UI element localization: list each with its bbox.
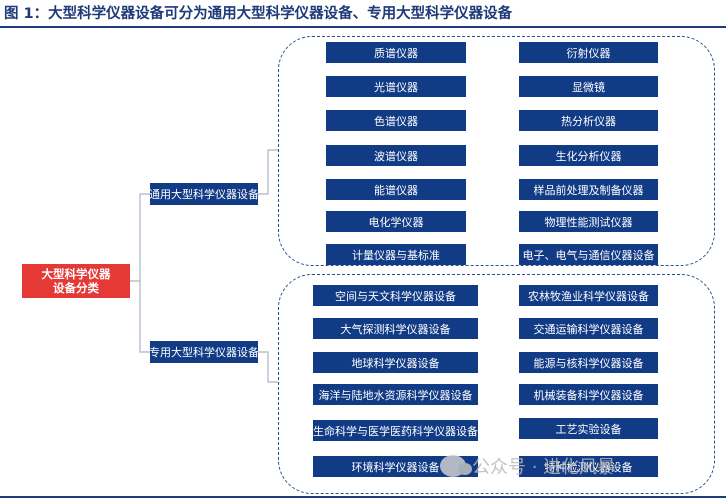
- general-item: 样品前处理及制备仪器: [519, 179, 658, 200]
- general-item: 质谱仪器: [326, 42, 466, 63]
- general-panel: [278, 36, 715, 266]
- special-item: 环境科学仪器设备: [313, 456, 478, 477]
- general-item: 计量仪器与基标准: [326, 244, 466, 265]
- category-general: 通用大型科学仪器设备: [150, 183, 258, 205]
- special-item: 能源与核科学仪器设备: [519, 352, 658, 373]
- general-item: 电化学仪器: [326, 211, 466, 232]
- special-item: 海洋与陆地水资源科学仪器设备: [313, 384, 478, 405]
- general-item: 物理性能测试仪器: [519, 211, 658, 232]
- special-item: 生命科学与医学医药科学仪器设备: [313, 420, 478, 441]
- root-label-line2: 设备分类: [53, 281, 99, 295]
- wechat-icon: [440, 455, 472, 477]
- general-item: 色谱仪器: [326, 110, 466, 131]
- watermark-text: 公众号 · 进化风暴: [472, 457, 616, 478]
- special-item: 机械装备科学仪器设备: [519, 384, 658, 405]
- root-node: 大型科学仪器 设备分类: [22, 264, 130, 298]
- special-item: 空间与天文科学仪器设备: [313, 285, 478, 306]
- special-item: 交通运输科学仪器设备: [519, 318, 658, 339]
- general-item: 波谱仪器: [326, 145, 466, 166]
- special-item: 农林牧渔业科学仪器设备: [519, 285, 658, 306]
- general-item: 光谱仪器: [326, 76, 466, 97]
- root-label-line1: 大型科学仪器: [41, 267, 111, 281]
- bottom-rule: [0, 496, 726, 498]
- special-item: 工艺实验设备: [519, 418, 658, 439]
- general-item: 衍射仪器: [519, 42, 658, 63]
- special-item: 特种检测仪器设备: [519, 456, 658, 477]
- category-special: 专用大型科学仪器设备: [150, 341, 258, 363]
- special-panel: [278, 274, 715, 494]
- special-item: 大气探测科学仪器设备: [313, 318, 478, 339]
- general-item: 能谱仪器: [326, 179, 466, 200]
- top-rule: [0, 26, 726, 28]
- special-item: 地球科学仪器设备: [313, 352, 478, 373]
- general-item: 电子、电气与通信仪器设备: [519, 244, 658, 265]
- general-item: 显微镜: [519, 76, 658, 97]
- general-item: 生化分析仪器: [519, 145, 658, 166]
- watermark: 公众号 · 进化风暴: [440, 453, 615, 479]
- general-item: 热分析仪器: [519, 110, 658, 131]
- connector-special-panel: [258, 351, 278, 383]
- connector-general-panel: [258, 149, 278, 195]
- connector-root-general: [130, 193, 150, 282]
- figure-title: 图 1：大型科学仪器设备可分为通用大型科学仪器设备、专用大型科学仪器设备: [4, 6, 513, 22]
- connector-root-special: [139, 281, 150, 353]
